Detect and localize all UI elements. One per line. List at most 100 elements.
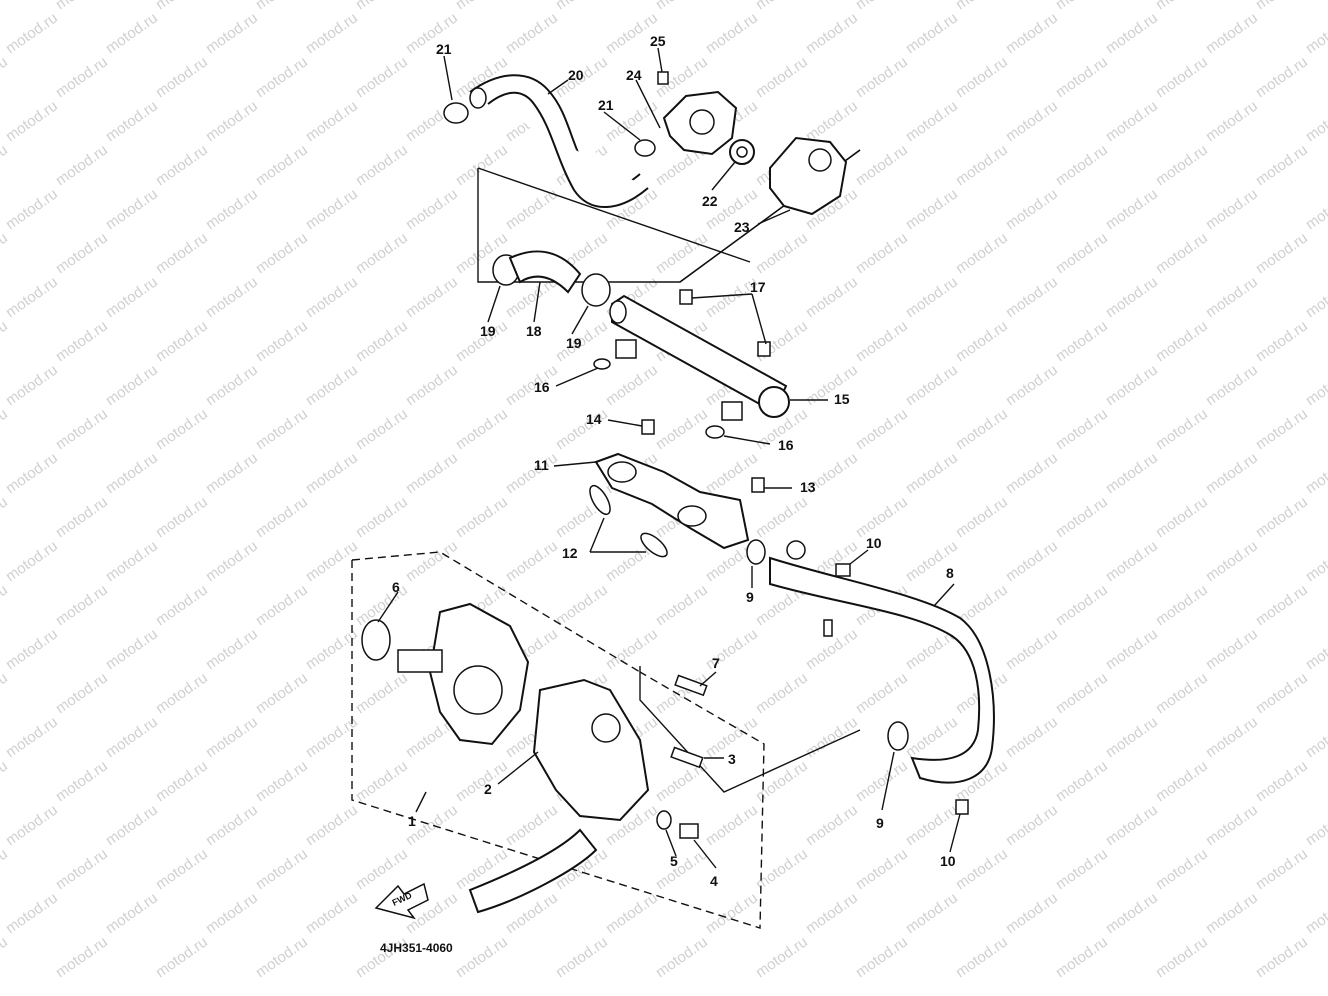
watermark-text: motod.ru (1203, 9, 1261, 57)
watermark-text: motod.ru (53, 229, 111, 277)
watermark-text: motod.ru (303, 273, 361, 321)
watermark-text: motod.ru (153, 317, 211, 365)
watermark-text: motod.ru (953, 53, 1011, 101)
callout-20: 20 (568, 67, 584, 83)
watermark-text: motod.ru (503, 801, 561, 849)
watermark-text: motod.ru (1153, 581, 1211, 629)
watermark-text: motod.ru (803, 361, 861, 409)
watermark-text: motod.ru (503, 185, 561, 233)
watermark-text: motod.ru (203, 361, 261, 409)
watermark-text: motod.ru (1053, 581, 1111, 629)
watermark-text: motod.ru (953, 933, 1011, 981)
callout-18: 18 (526, 323, 542, 339)
watermark-text: motod.ru (853, 317, 911, 365)
water-hose-8 (769, 556, 995, 784)
watermark-text: motod.ru (153, 933, 211, 981)
watermark-text: motod.ru (853, 493, 911, 541)
callout-24: 24 (626, 67, 642, 83)
callout-12: 12 (562, 545, 578, 561)
outlet-port-left (607, 461, 637, 483)
watermark-text: motod.ru (0, 0, 11, 13)
bolt-7 (674, 674, 708, 697)
diagram-code: 4JH351-4060 (380, 941, 453, 955)
watermark-text: motod.ru (1153, 757, 1211, 805)
watermark-text: motod.ru (1203, 537, 1261, 585)
watermark-text: motod.ru (103, 625, 161, 673)
watermark-text: motod.ru (453, 493, 511, 541)
water-pump-shaft (397, 649, 443, 673)
watermark-text: motod.ru (1103, 185, 1161, 233)
watermark-text: motod.ru (203, 185, 261, 233)
bolt-3 (670, 746, 704, 769)
watermark-text: motod.ru (3, 713, 61, 761)
thermostat-22-core (736, 146, 748, 158)
watermark-text: motod.ru (503, 361, 561, 409)
watermark-text: motod.ru (653, 581, 711, 629)
watermark-text: motod.ru (203, 889, 261, 937)
callout-labels: 21 20 25 24 21 22 23 17 19 18 19 16 15 1… (392, 33, 956, 889)
watermark-text: motod.ru (1203, 625, 1261, 673)
watermark-text: motod.ru (1253, 53, 1311, 101)
watermark-text: motod.ru (353, 53, 411, 101)
watermark-text: motod.ru (1153, 405, 1211, 453)
watermark-text: motod.ru (153, 845, 211, 893)
watermark-text: motod.ru (353, 141, 411, 189)
watermark-text: motod.ru (303, 185, 361, 233)
watermark-text: motod.ru (153, 0, 211, 13)
watermark-text: motod.ru (1303, 625, 1328, 673)
watermark-text: motod.ru (1203, 361, 1261, 409)
watermark-text: motod.ru (1153, 845, 1211, 893)
watermark-text: motod.ru (753, 53, 811, 101)
watermark-text: motod.ru (1253, 493, 1311, 541)
watermark-text: motod.ru (803, 273, 861, 321)
hose-clamp-19-right (581, 273, 611, 307)
watermark-text: motod.ru (403, 9, 461, 57)
watermark-text: motod.ru (753, 933, 811, 981)
watermark-text: motod.ru (1303, 801, 1328, 849)
watermark-text: motod.ru (1253, 669, 1311, 717)
o-ring-9-upper (746, 539, 766, 565)
watermark-text: motod.ru (1003, 625, 1061, 673)
watermark-text: motod.ru (903, 889, 961, 937)
watermark-text: motod.ru (1053, 669, 1111, 717)
watermark-text: motod.ru (1103, 713, 1161, 761)
water-pipe-assembly (492, 250, 790, 439)
callout-6: 6 (392, 579, 400, 595)
watermark-text: motod.ru (1253, 141, 1311, 189)
watermark-text: motod.ru (1303, 449, 1328, 497)
watermark-text: motod.ru (1053, 0, 1111, 13)
watermark-text: motod.ru (703, 9, 761, 57)
watermark-text: motod.ru (3, 537, 61, 585)
watermark-text: motod.ru (203, 801, 261, 849)
hose-8-bracket (786, 540, 806, 560)
watermark-text: motod.ru (53, 581, 111, 629)
water-pipe-outlet-upper (615, 339, 637, 359)
watermark-text: motod.ru (0, 493, 11, 541)
watermark-text: motod.ru (353, 669, 411, 717)
watermark-text: motod.ru (253, 53, 311, 101)
watermark-text: motod.ru (603, 889, 661, 937)
pump-assembly-dashed-top (351, 551, 641, 673)
watermark-text: motod.ru (153, 229, 211, 277)
watermark-text: motod.ru (703, 801, 761, 849)
housing-port (591, 713, 621, 743)
watermark-text: motod.ru (953, 405, 1011, 453)
watermark-text: motod.ru (403, 185, 461, 233)
watermark-text: motod.ru (1003, 801, 1061, 849)
watermark-text: motod.ru (1153, 229, 1211, 277)
gasket-12-upper (589, 484, 611, 516)
watermark-text: motod.ru (103, 361, 161, 409)
hose-8-pipe-stub (823, 619, 833, 637)
watermark-text: motod.ru (103, 889, 161, 937)
watermark-text: motod.ru (53, 405, 111, 453)
watermark-text: motod.ru (303, 9, 361, 57)
watermark-text: motod.ru (1053, 493, 1111, 541)
callout-11: 11 (534, 457, 549, 473)
callout-19-left: 19 (480, 323, 496, 339)
watermark-text: motod.ru (303, 97, 361, 145)
watermark-text: motod.ru (803, 801, 861, 849)
watermark-text: motod.ru (0, 53, 11, 101)
watermark-text: motod.ru (253, 845, 311, 893)
watermark-text: motod.ru (453, 933, 511, 981)
